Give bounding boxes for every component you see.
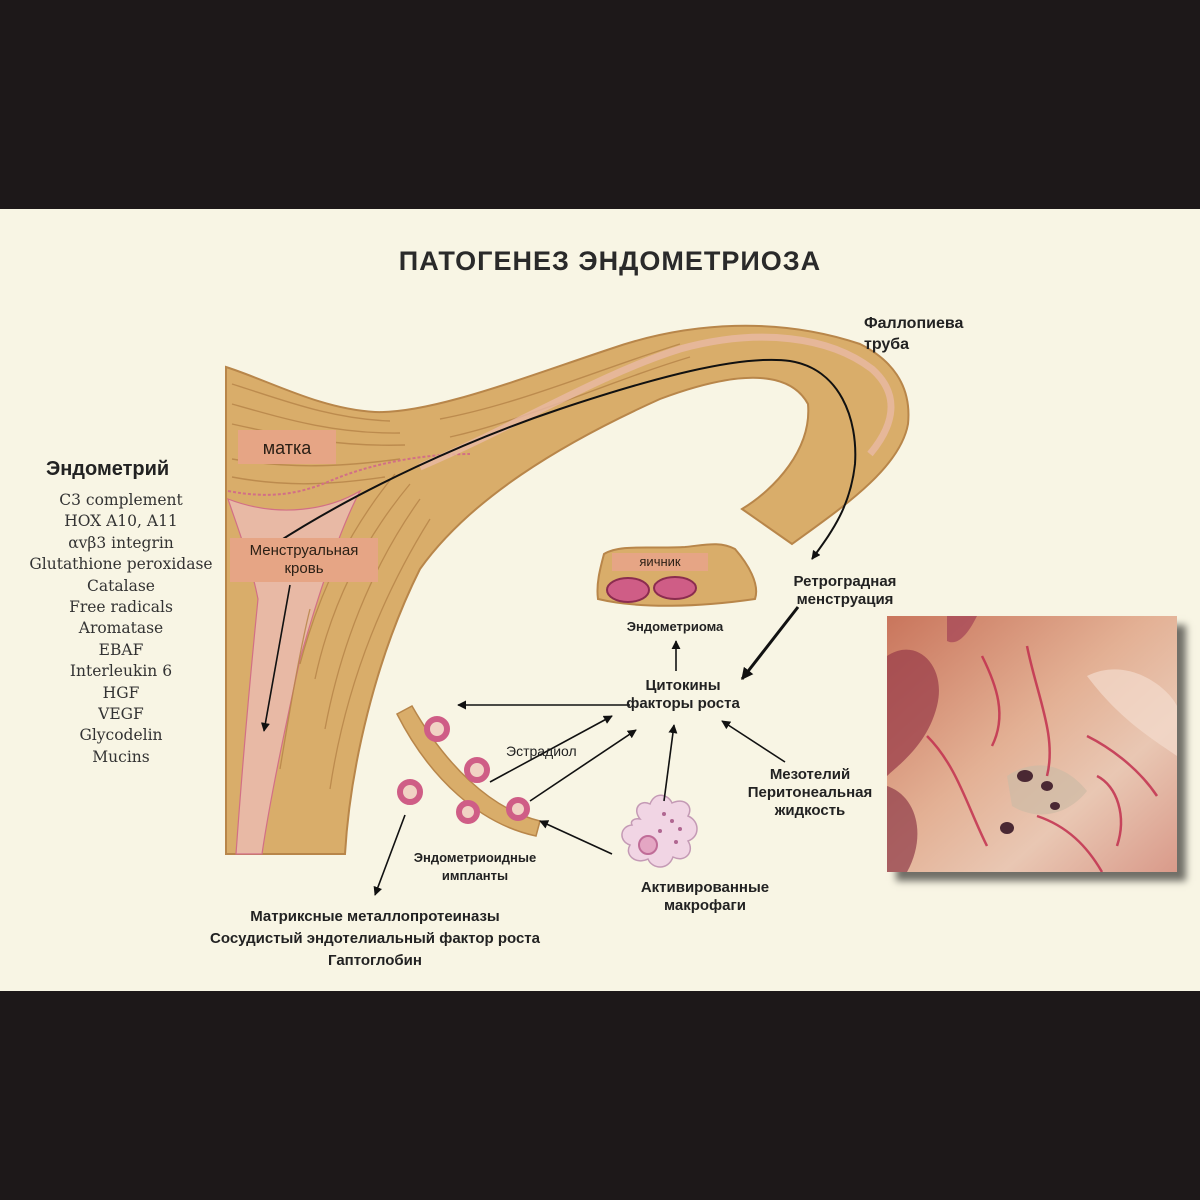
- menstrual-blood-arrow: [260, 584, 291, 732]
- endometrium-factor: Glycodelin: [79, 726, 163, 745]
- implants-label: Эндометриоидные импланты: [413, 850, 537, 883]
- endometrium-factor: Interleukin 6: [69, 662, 173, 681]
- endometrium-factor: Aromatase: [78, 619, 164, 638]
- ovary-label-box: [612, 553, 708, 571]
- endometrium-factor: αvβ3 integrin: [68, 533, 174, 552]
- arrows: [373, 606, 800, 896]
- endometrium-factor: HOX A10, A11: [64, 512, 178, 531]
- mesothelium-label: Мезотелий Перитонеальная жидкость: [747, 766, 873, 819]
- fallopian-tube-label: Фаллопиева труба: [864, 315, 964, 353]
- endometrium-factor: HGF: [102, 683, 140, 702]
- endometrioma-cyst-1: [606, 577, 650, 603]
- retrograde-flow-line: [274, 358, 857, 560]
- endometrium-lining: [227, 453, 471, 496]
- endometrium-factor: Glutathione peroxidase: [29, 555, 213, 574]
- page-title: ПАТОГЕНЕЗ ЭНДОМЕТРИОЗА: [398, 246, 822, 276]
- cytokines-label: Цитокины факторы роста: [626, 677, 740, 712]
- implants: [397, 716, 530, 824]
- endometrium-heading: Эндометрий: [46, 458, 170, 480]
- estradiol-label: Эстрадиол: [506, 743, 577, 759]
- menstrual-blood-label: Менструальная кровь: [249, 542, 359, 577]
- endometrium-factor: C3 complement: [59, 491, 183, 509]
- macrophage-cell: [621, 794, 698, 868]
- menstrual-blood-label-box: [230, 538, 378, 582]
- uterus-label-box: [238, 430, 336, 464]
- retrograde-menstruation-label: Ретроградная менструация: [793, 573, 897, 608]
- endometrium-factor: Free radicals: [69, 598, 173, 617]
- tube-canal: [418, 333, 895, 471]
- pathogenesis-diagram: [225, 324, 910, 896]
- ovary-label: яичник: [639, 554, 681, 569]
- diagram-panel: ПАТОГЕНЕЗ ЭНДОМЕТРИОЗА Фаллопиева труба …: [0, 209, 1200, 991]
- laparoscopy-photo: [887, 616, 1177, 872]
- macrophages-label: Активированные макрофаги: [640, 879, 770, 914]
- endometrium-factor: EBAF: [98, 640, 144, 659]
- endometrium-factor: Mucins: [92, 747, 150, 766]
- products-label: Матриксные металлопротеиназы Сосудистый …: [210, 908, 540, 969]
- endometrium-factor: VEGF: [98, 705, 144, 724]
- endometrioma-cyst-2: [653, 576, 697, 600]
- endometrioma-label: Эндометриома: [626, 619, 724, 634]
- uterus-body: [225, 324, 910, 855]
- uterus-label: матка: [262, 438, 312, 458]
- endometrium-factor: Catalase: [87, 576, 155, 595]
